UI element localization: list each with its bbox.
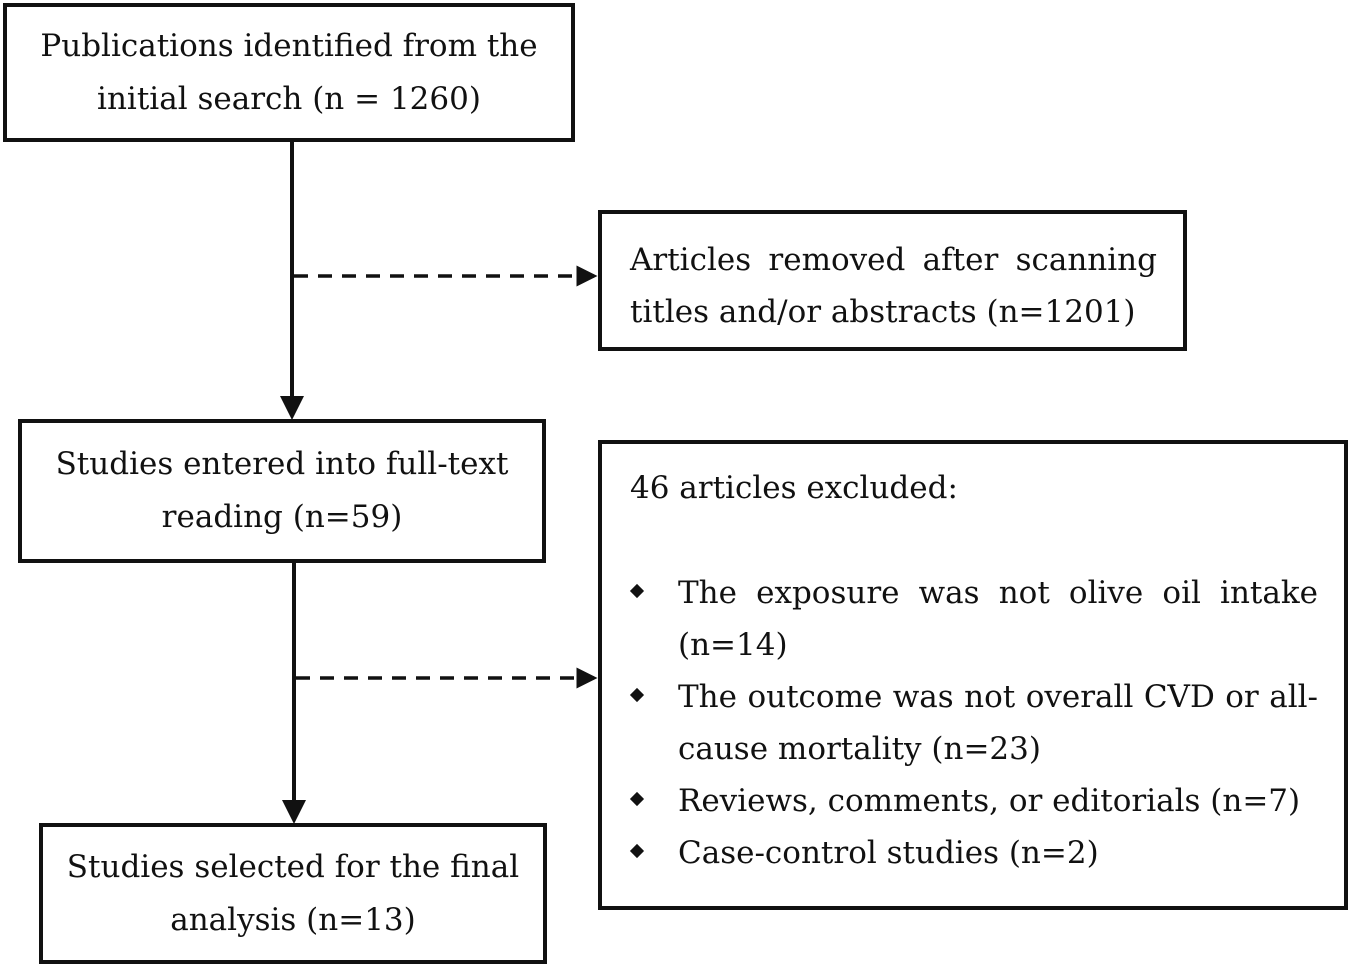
removed-articles-box: Articles removed after scanning titles a… — [598, 210, 1187, 351]
exclusion-reason: The outcome was not overall CVD or all-c… — [629, 671, 1318, 775]
exclusion-reason: The exposure was not olive oil intake (n… — [629, 567, 1318, 671]
full-text-box: Studies entered into full-text reading (… — [18, 419, 546, 563]
excluded-title: 46 articles excluded: — [630, 470, 958, 506]
diamond-bullet-icon — [629, 583, 645, 599]
exclusion-reason-text: The exposure was not olive oil intake (n… — [678, 575, 1318, 663]
diamond-bullet-icon — [629, 791, 645, 807]
exclusion-reason: Case-control studies (n=2) — [629, 827, 1318, 879]
exclusion-reason-text: The outcome was not overall CVD or all-c… — [678, 679, 1318, 767]
final-analysis-text: Studies selected for the final analysis … — [66, 848, 520, 938]
exclusion-reason: Reviews, comments, or editorials (n=7) — [629, 775, 1318, 827]
initial-search-text: Publications identified from the initial… — [40, 27, 538, 117]
diamond-bullet-icon — [629, 687, 645, 703]
excluded-articles-box: 46 articles excluded: The exposure was n… — [598, 440, 1348, 910]
final-analysis-box: Studies selected for the final analysis … — [39, 823, 547, 964]
full-text-text: Studies entered into full-text reading (… — [55, 446, 509, 535]
exclusion-reason-text: Case-control studies (n=2) — [678, 835, 1099, 871]
diamond-bullet-icon — [629, 843, 645, 859]
removed-articles-text: Articles removed after scanning titles a… — [630, 242, 1157, 330]
initial-search-box: Publications identified from the initial… — [3, 3, 575, 142]
exclusion-reason-text: Reviews, comments, or editorials (n=7) — [678, 783, 1301, 819]
exclusion-reasons-list: The exposure was not olive oil intake (n… — [629, 567, 1318, 879]
